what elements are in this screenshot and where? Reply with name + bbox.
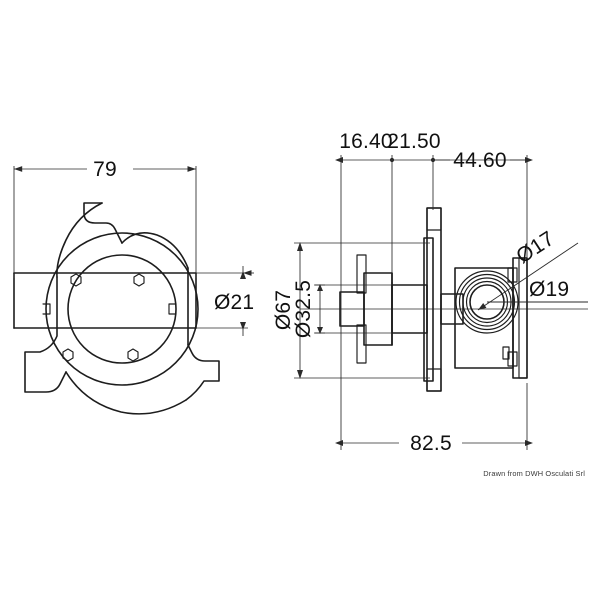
- front-view-outline: [24, 202, 220, 415]
- dimension-d21: Ø21: [196, 266, 254, 336]
- dimension-825-label: 82.5: [410, 432, 452, 455]
- mid-connector: [440, 293, 464, 325]
- dimension-d325-label: Ø32.5: [292, 280, 315, 338]
- dimension-d67: Ø67: [272, 242, 430, 379]
- front-bore-circle: [67, 254, 177, 364]
- front-outer-circle: [45, 232, 199, 386]
- dimension-2150-label: 21.50: [387, 130, 441, 153]
- dimension-825: 82.5: [335, 300, 533, 455]
- leader-d19-label: Ø19: [529, 278, 569, 301]
- bolt-hole: [133, 273, 145, 287]
- dimension-d325: Ø32.5: [292, 280, 392, 338]
- dimension-chain-top: 16.40 21.50 44.60: [335, 130, 533, 300]
- bolt-hole: [127, 348, 139, 362]
- drawing-credit: Drawn from DWH Osculati Srl: [483, 469, 585, 478]
- key-notch-right: [168, 303, 177, 315]
- dimension-d67-label: Ø67: [272, 290, 295, 330]
- bolt-hole-group: [62, 273, 145, 362]
- dimension-d21-label: Ø21: [214, 291, 254, 314]
- dimension-1640-label: 16.40: [339, 130, 393, 153]
- dimension-79: 79: [13, 158, 196, 181]
- shaft-stub: [339, 254, 393, 364]
- key-notch-left: [42, 303, 51, 315]
- flange-plate: [423, 207, 442, 392]
- side-section-view-group: Ø17 Ø19 Ø67: [272, 130, 588, 455]
- bolt-hole: [62, 348, 74, 362]
- leader-d19: Ø19: [487, 278, 588, 303]
- front-view-group: 79 Ø21: [13, 158, 254, 415]
- bolt-hole: [70, 273, 82, 287]
- dimension-4460-label: 44.60: [453, 149, 507, 172]
- dimension-79-label: 79: [93, 158, 117, 181]
